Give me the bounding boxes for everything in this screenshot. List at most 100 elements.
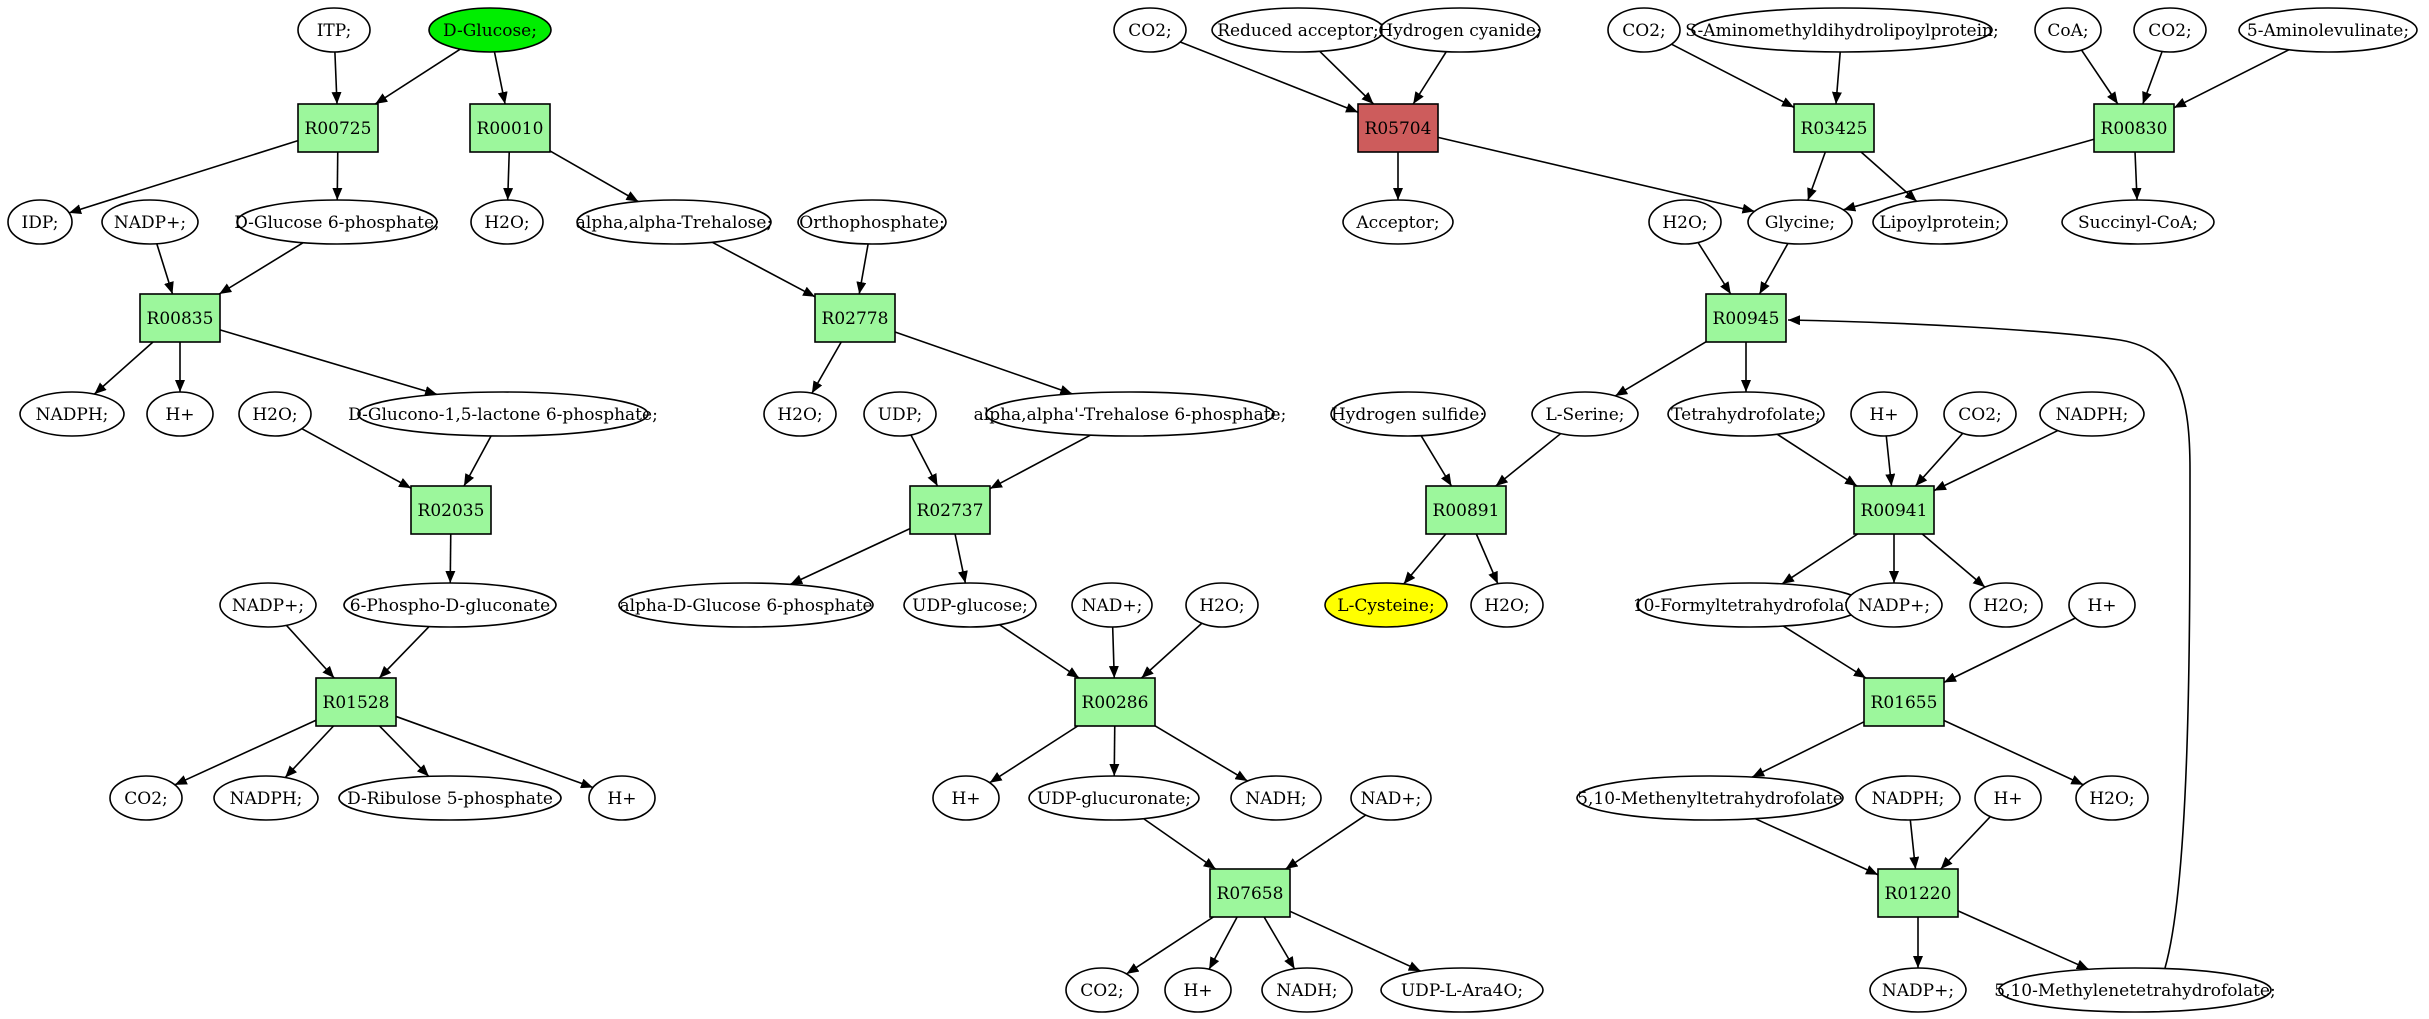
edge-h2o5-r00945 bbox=[1697, 242, 1732, 295]
node-label: NADPH; bbox=[2056, 405, 2129, 425]
edge-hp5-r00941 bbox=[1885, 435, 1896, 487]
compound-ellipse bbox=[2039, 391, 2145, 437]
edge-r00010-trehalose bbox=[549, 150, 639, 203]
compound-ellipse bbox=[1998, 967, 2272, 1013]
edge-r01528-nadph2 bbox=[284, 725, 335, 779]
compound-ellipse bbox=[1185, 582, 1259, 628]
node-label: NADH; bbox=[1276, 981, 1337, 1001]
node-label: H+ bbox=[1993, 789, 2022, 809]
edge-r01528-co2a bbox=[174, 719, 317, 786]
reaction-box bbox=[139, 293, 221, 343]
node-h2o4: H2O; bbox=[1185, 582, 1259, 628]
reaction-box bbox=[1425, 485, 1507, 535]
node-label: Tetrahydrofolate; bbox=[1671, 405, 1821, 425]
node-r05704: R05704 bbox=[1357, 103, 1439, 153]
node-nadh2: NADH; bbox=[1261, 967, 1353, 1013]
reaction-box bbox=[1357, 103, 1439, 153]
node-label: NADP+; bbox=[1858, 596, 1930, 616]
node-reducedacceptor: Reduced acceptor; bbox=[1211, 7, 1385, 53]
node-label: CO2; bbox=[1958, 405, 2002, 425]
node-r02737: R02737 bbox=[909, 485, 991, 535]
node-nadph4: NADPH; bbox=[1855, 775, 1961, 821]
node-label: Lipoylprotein; bbox=[1879, 213, 2000, 233]
edge-r00830-succinylcoa bbox=[2131, 151, 2142, 201]
node-dglucose: D-Glucose; bbox=[428, 7, 552, 53]
compound-ellipse bbox=[1113, 7, 1187, 53]
compound-ellipse bbox=[932, 775, 1000, 821]
node-co2e: CO2; bbox=[2133, 7, 2207, 53]
node-acceptor: Acceptor; bbox=[1342, 199, 1454, 245]
edge-r01528-ribulose bbox=[378, 725, 430, 777]
node-methylene: 5,10-Methylenetetrahydrofolate; bbox=[1994, 967, 2276, 1013]
compound-ellipse bbox=[1164, 967, 1232, 1013]
compound-ellipse bbox=[1350, 775, 1432, 821]
node-nadp1: NAD+; bbox=[1071, 582, 1153, 628]
compound-ellipse bbox=[1747, 199, 1853, 245]
node-hcn: Hydrogen cyanide; bbox=[1378, 7, 1542, 53]
compound-ellipse bbox=[109, 775, 183, 821]
reaction-box bbox=[1863, 677, 1945, 727]
node-nadph2: NADPH; bbox=[213, 775, 319, 821]
node-label: UDP; bbox=[878, 405, 923, 425]
node-label: Succinyl-CoA; bbox=[2078, 213, 2198, 233]
edge-co2e-r00830 bbox=[2142, 51, 2163, 105]
compound-ellipse bbox=[2238, 7, 2418, 53]
node-thf: Tetrahydrofolate; bbox=[1667, 391, 1825, 437]
edge-h2o4-r00286 bbox=[1140, 622, 1203, 679]
edge-t6p-r02737 bbox=[989, 434, 1091, 490]
node-label: H+ bbox=[1183, 981, 1212, 1001]
node-label: CO2; bbox=[1622, 21, 1666, 41]
node-idp: IDP; bbox=[7, 199, 73, 245]
node-label: UDP-glucose; bbox=[912, 596, 1028, 616]
node-label: NAD+; bbox=[1082, 596, 1143, 616]
compound-ellipse bbox=[618, 582, 874, 628]
node-label: CO2; bbox=[124, 789, 168, 809]
reaction-box bbox=[2093, 103, 2175, 153]
compound-ellipse bbox=[903, 582, 1037, 628]
compound-ellipse bbox=[797, 199, 947, 245]
node-orthophosphate: Orthophosphate; bbox=[797, 199, 947, 245]
node-label: 6-Phospho-D-gluconate bbox=[350, 596, 550, 616]
compound-ellipse bbox=[1380, 967, 1544, 1013]
node-t6p: alpha,alpha'-Trehalose 6-phosphate; bbox=[974, 391, 1287, 437]
node-h2o1: H2O; bbox=[470, 199, 544, 245]
node-r00286: R00286 bbox=[1074, 677, 1156, 727]
node-label: H+ bbox=[2087, 596, 2116, 616]
node-glucono: D-Glucono-1,5-lactone 6-phosphate; bbox=[348, 391, 658, 437]
edge-hcn-r05704 bbox=[1412, 51, 1447, 105]
edge-coa-r00830 bbox=[2080, 49, 2119, 105]
node-label: ITP; bbox=[317, 21, 352, 41]
edge-r00010-h2o1 bbox=[503, 151, 514, 201]
node-formylthf: 10-Formyltetrahydrofolate; bbox=[1633, 582, 1867, 628]
node-r00010: R00010 bbox=[469, 103, 551, 153]
reaction-box bbox=[469, 103, 551, 153]
node-label: R07658 bbox=[1217, 884, 1284, 904]
node-hp4: H+ bbox=[1164, 967, 1232, 1013]
compound-ellipse bbox=[1850, 391, 1918, 437]
compound-ellipse bbox=[2061, 199, 2215, 245]
node-r03425: R03425 bbox=[1793, 103, 1875, 153]
node-h2o8: H2O; bbox=[2075, 775, 2149, 821]
node-r01220: R01220 bbox=[1877, 868, 1959, 918]
node-nadph1: NADPH; bbox=[19, 391, 125, 437]
reaction-box bbox=[410, 485, 492, 535]
edge-r01655-h2o8 bbox=[1943, 719, 2084, 786]
compound-ellipse bbox=[1845, 582, 1943, 628]
edge-nadpp1-r00835 bbox=[156, 243, 174, 295]
edge-r02778-t6p bbox=[894, 331, 1073, 395]
node-label: alpha,alpha'-Trehalose 6-phosphate; bbox=[974, 405, 1287, 425]
node-label: R00010 bbox=[477, 119, 544, 139]
edge-dg6p-r00835 bbox=[218, 242, 304, 295]
node-label: D-Glucono-1,5-lactone 6-phosphate; bbox=[348, 405, 658, 425]
node-label: Orthophosphate; bbox=[799, 213, 944, 233]
edge-itp-r00725 bbox=[331, 51, 342, 105]
edge-serine-r00891 bbox=[1495, 432, 1562, 487]
node-h2o3: H2O; bbox=[763, 391, 837, 437]
compound-ellipse bbox=[7, 199, 73, 245]
reaction-box bbox=[1074, 677, 1156, 727]
node-r02778: R02778 bbox=[814, 293, 896, 343]
node-r00891: R00891 bbox=[1425, 485, 1507, 535]
node-hp6: H+ bbox=[2068, 582, 2136, 628]
node-co2a: CO2; bbox=[109, 775, 183, 821]
node-methenyl: 5,10-Methenyltetrahydrofolate bbox=[1576, 775, 1844, 821]
